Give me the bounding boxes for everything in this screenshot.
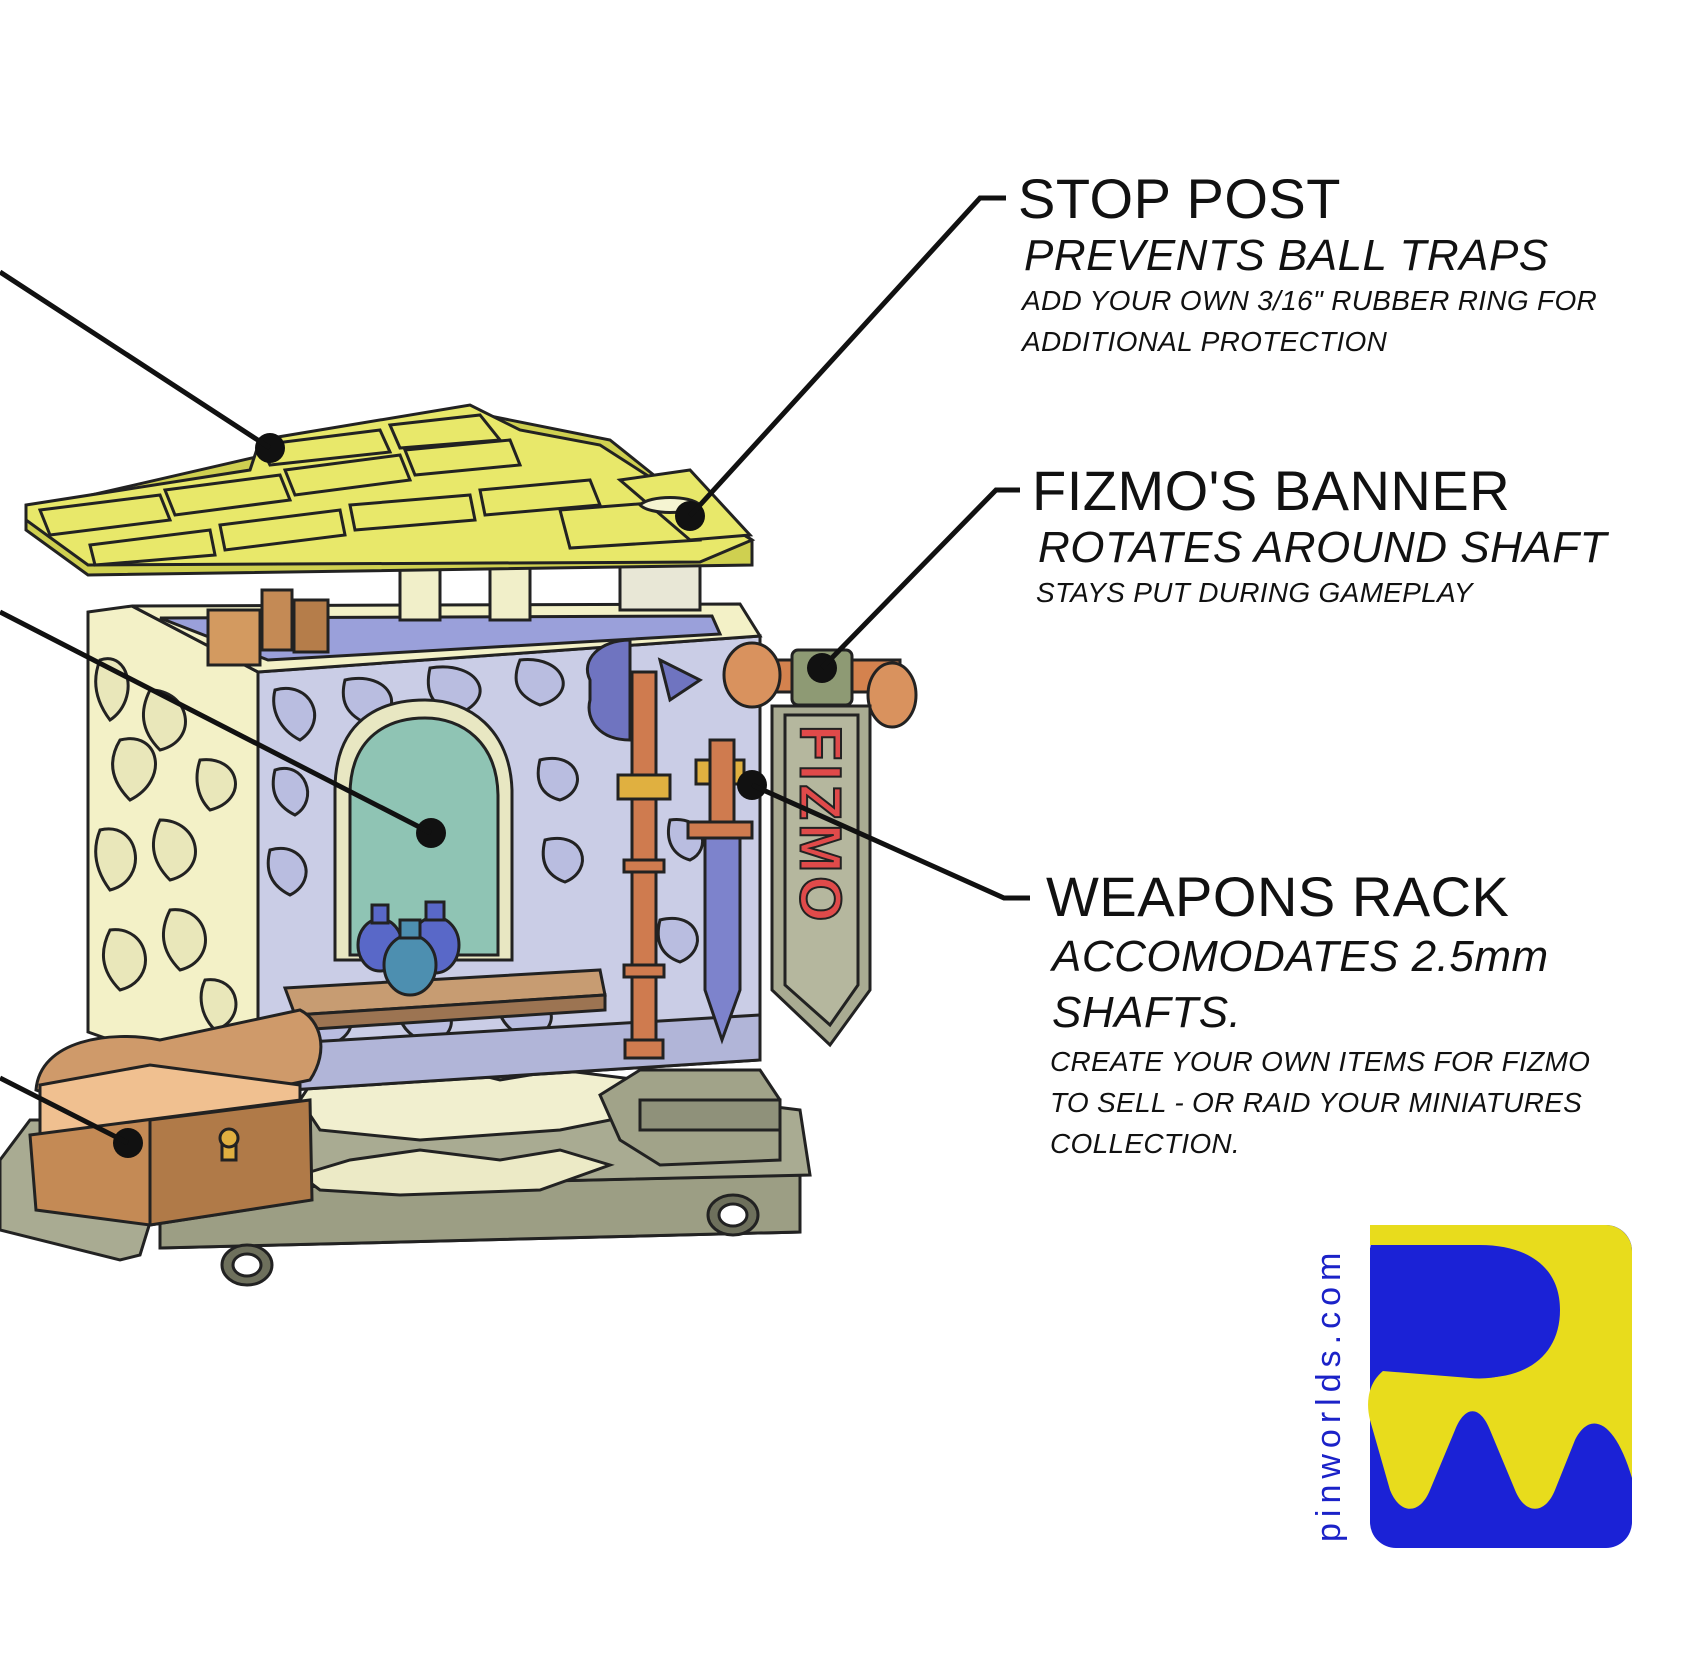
leader-banner <box>820 487 1020 670</box>
ground-slabs <box>296 1058 782 1197</box>
banner-title: FIZMO'S BANNER <box>1032 459 1511 522</box>
callout-stop-post: STOP POST PREVENTS BALL TRAPS ADD YOUR O… <box>1018 167 1678 362</box>
leader-window <box>0 609 433 836</box>
weapons-subtitle-1: ACCOMODATES 2.5mm <box>1052 931 1549 981</box>
leader-stop-post <box>688 195 1006 518</box>
leader-weapons <box>750 782 1030 901</box>
weapons-rack <box>586 638 754 1060</box>
banner-assembly <box>722 641 918 1048</box>
callout-weapons-rack: WEAPONS RACK ACCOMODATES 2.5mm SHAFTS. C… <box>1046 865 1666 1164</box>
pinworlds-logo <box>1368 1225 1632 1548</box>
weapons-detail-3: COLLECTION. <box>1050 1127 1241 1159</box>
stop-post-detail-2: ADDITIONAL PROTECTION <box>1022 325 1388 357</box>
stop-post-subtitle: PREVENTS BALL TRAPS <box>1024 230 1549 280</box>
potion-bottles <box>356 900 461 997</box>
leader-lines <box>0 195 1030 1146</box>
stop-post-detail-1: ADD YOUR OWN 3/16" RUBBER RING FOR <box>1022 284 1598 316</box>
weapons-detail-2: TO SELL - OR RAID YOUR MINIATURES <box>1050 1086 1583 1118</box>
logo-website-text: pinworlds.com <box>1310 1246 1348 1542</box>
weapons-subtitle-2: SHAFTS. <box>1052 987 1242 1037</box>
callout-banner: FIZMO'S BANNER ROTATES AROUND SHAFT STAY… <box>1032 459 1682 613</box>
roof <box>24 403 756 577</box>
banner-subtitle: ROTATES AROUND SHAFT <box>1038 522 1607 572</box>
banner-detail-1: STAYS PUT DURING GAMEPLAY <box>1036 576 1473 608</box>
weapons-detail-1: CREATE YOUR OWN ITEMS FOR FIZMO <box>1050 1045 1591 1077</box>
shelf <box>282 968 607 1032</box>
leader-chest <box>0 1075 130 1146</box>
stop-post-title: STOP POST <box>1018 167 1341 230</box>
leader-roof <box>0 269 272 451</box>
weapons-title: WEAPONS RACK <box>1046 865 1510 928</box>
side-wall <box>86 604 260 1095</box>
